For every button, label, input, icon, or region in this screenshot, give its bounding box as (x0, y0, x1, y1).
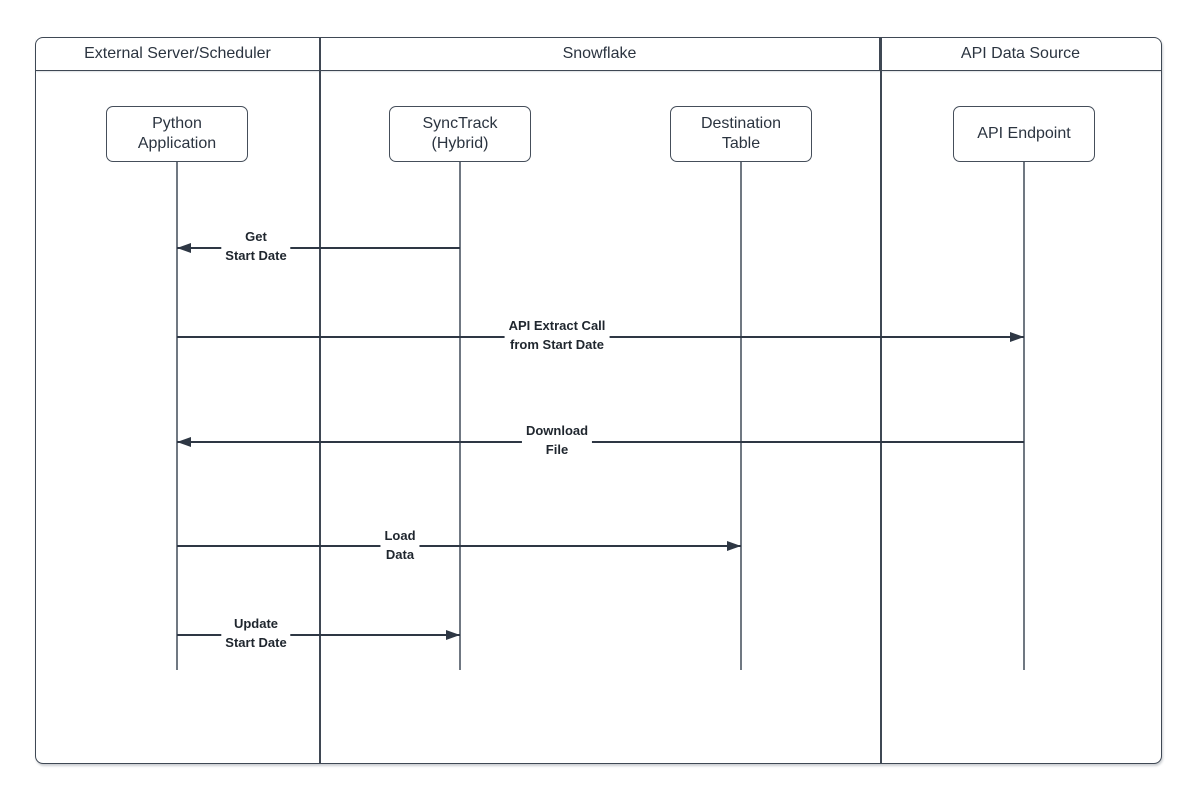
actor-label: SyncTrack (422, 115, 498, 132)
message-label-line: Load (384, 528, 416, 543)
message-line (177, 545, 741, 547)
message-line (177, 247, 460, 249)
message-label: Get Start Date (221, 227, 291, 265)
lifeline-destination-table (740, 162, 742, 670)
message-line (177, 441, 1024, 443)
actor-label: API Endpoint (977, 125, 1071, 142)
message-label-line: Get (245, 229, 267, 244)
actor-label: (Hybrid) (431, 135, 489, 152)
actor-label: Python (152, 115, 202, 132)
arrowhead-right-icon (446, 630, 460, 640)
actor-destination-table: Destination Table (670, 106, 812, 162)
lane-header-api-data-source: API Data Source (960, 45, 1081, 62)
actor-label: Table (721, 135, 761, 152)
lifeline-python-application (176, 162, 178, 670)
swimlane-header-band: External Server/Scheduler Snowflake API … (36, 38, 1161, 71)
lane-divider (319, 38, 321, 763)
message-label-line: Download (525, 423, 589, 438)
message-label-line: Start Date (225, 248, 287, 263)
message-label-line: File (545, 442, 569, 457)
lifeline-api-endpoint (1023, 162, 1025, 670)
message-label: API Extract Call from Start Date (504, 316, 610, 354)
arrowhead-right-icon (1010, 332, 1024, 342)
message-label: Load Data (380, 526, 420, 564)
message-label-line: API Extract Call (508, 318, 606, 333)
message-line (177, 634, 460, 636)
arrowhead-right-icon (727, 541, 741, 551)
message-label-line: Data (385, 547, 415, 562)
message-label-line: from Start Date (510, 337, 604, 352)
actor-api-endpoint: API Endpoint (953, 106, 1095, 162)
actor-label: Application (137, 135, 217, 152)
message-label-line: Update (233, 616, 279, 631)
message-label: Update Start Date (221, 614, 291, 652)
arrowhead-left-icon (177, 243, 191, 253)
actor-label: Destination (700, 115, 782, 132)
message-label: Download File (521, 421, 593, 459)
lane-header-external-server-scheduler: External Server/Scheduler (84, 45, 271, 62)
lifeline-synctrack-hybrid (459, 162, 461, 670)
actor-synctrack-hybrid: SyncTrack (Hybrid) (389, 106, 531, 162)
actor-python-application: Python Application (106, 106, 248, 162)
message-label-line: Start Date (225, 635, 287, 650)
arrowhead-left-icon (177, 437, 191, 447)
lane-header-snowflake: Snowflake (319, 38, 880, 70)
lane-divider (880, 38, 882, 763)
